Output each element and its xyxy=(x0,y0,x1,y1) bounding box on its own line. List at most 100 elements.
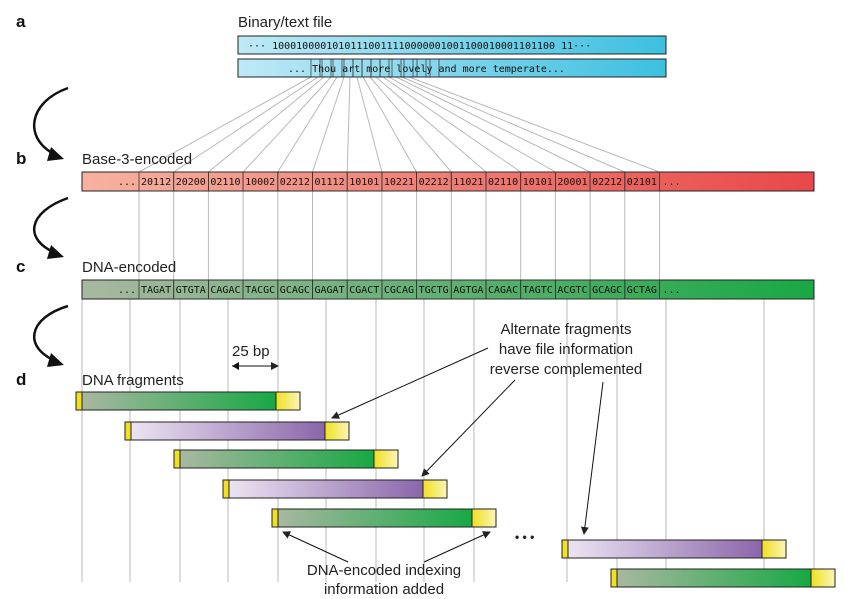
dna-ellipsis-start: ... xyxy=(118,285,136,296)
text-char-boxes xyxy=(310,58,440,78)
fragment-index-tag-left xyxy=(222,479,230,499)
fragment-index-tag-left xyxy=(561,539,569,559)
annotation-index-line-1: DNA-encoded indexing xyxy=(307,562,461,579)
text-strip xyxy=(237,58,667,78)
fan-line xyxy=(138,76,312,173)
fan-line xyxy=(277,76,338,173)
base3-cell-text: 10002 xyxy=(245,177,275,188)
fan-line xyxy=(356,76,383,173)
panel-letter-c: c xyxy=(16,257,25,276)
base3-cell-text: 02212 xyxy=(592,177,622,188)
fragment-reverse-complement xyxy=(567,539,763,559)
text-char-box xyxy=(321,58,332,78)
annotation-index: DNA-encoded indexing information added xyxy=(307,562,461,598)
fragment-index-tag-left xyxy=(271,508,279,528)
text-char-box xyxy=(310,58,321,78)
base3-cell-text: 02101 xyxy=(627,177,657,188)
annotation-reverse-line-1: Alternate fragments xyxy=(501,321,632,338)
dna-cell-text: CGACT xyxy=(349,285,379,296)
fragment-index-tag-left xyxy=(173,449,181,469)
text-char-box xyxy=(379,58,390,78)
curved-arrow-b-c-head xyxy=(47,245,64,259)
base3-cell-text: 10101 xyxy=(523,177,553,188)
dna-cell-text: TGCTG xyxy=(419,285,449,296)
fan-line xyxy=(346,76,351,173)
arrow-reverse-3 xyxy=(580,381,604,535)
fan-line xyxy=(208,76,325,173)
curved-arrow-a-b-head xyxy=(47,147,64,161)
text-char-box xyxy=(416,58,427,78)
base3-cell-text: 10101 xyxy=(349,177,379,188)
base3-cell-text: 11021 xyxy=(453,177,483,188)
fan-line xyxy=(395,76,591,173)
text-char-box xyxy=(403,58,414,78)
arrow-reverse-2 xyxy=(421,379,516,477)
dna-cell-text: GAGAT xyxy=(315,285,345,296)
panel-letter-d: d xyxy=(16,370,26,389)
fragment-index-tag-right xyxy=(810,568,836,588)
arrow-reverse-1 xyxy=(331,347,489,419)
fragment-index-tag-left xyxy=(124,421,132,441)
annotation-index-line-2: information added xyxy=(324,581,444,598)
annotation-reverse-line-3: reverse complemented xyxy=(490,361,643,378)
annotation-reverse-line-2: have file information xyxy=(499,341,633,358)
fragment-index-tag-right xyxy=(422,479,448,499)
panel-letter-a: a xyxy=(16,12,26,31)
binary-strip xyxy=(237,35,667,55)
fan-line xyxy=(369,76,452,173)
fragment-forward xyxy=(81,391,277,411)
base3-ellipsis-end: ... xyxy=(663,177,681,188)
fan-line xyxy=(401,76,625,173)
annotation-reverse: Alternate fragments have file informatio… xyxy=(490,321,643,378)
text-char-box xyxy=(429,58,440,78)
panel-title-a: Binary/text file xyxy=(238,14,332,31)
arrow-index-left xyxy=(282,531,349,563)
base3-cell-text: 02212 xyxy=(419,177,449,188)
fragment-reverse-complement xyxy=(228,479,424,499)
fragment-index-tag-right xyxy=(275,391,301,411)
curved-arrow-a-b xyxy=(32,86,69,158)
base3-cell-text: 02212 xyxy=(280,177,310,188)
dna-cell-text: GCTAG xyxy=(627,285,657,296)
fragment-forward xyxy=(277,508,473,528)
fragment-index-tag-right xyxy=(471,508,497,528)
fan-line xyxy=(388,76,556,173)
dna-cell-text: AGTGA xyxy=(453,285,483,296)
fragment-reverse-complement xyxy=(130,421,326,441)
dna-cell-text: GCAGC xyxy=(592,285,622,296)
dna-cell-text: TAGAT xyxy=(141,285,171,296)
binary-text: ··· 100010000101011100111100000010011000… xyxy=(248,41,591,52)
curved-arrow-c-d-head xyxy=(47,353,64,367)
dna-cell-text: GCAGC xyxy=(280,285,310,296)
dna-fragments xyxy=(75,391,836,588)
scale-label: 25 bp xyxy=(232,343,270,360)
dna-cell-text: TACGC xyxy=(245,285,275,296)
base3-ellipsis-start: ... xyxy=(118,177,136,188)
curved-arrow-c-d xyxy=(32,304,69,364)
text-char-box xyxy=(332,58,343,78)
fan-line xyxy=(382,76,521,173)
text-char-box xyxy=(391,58,402,78)
dna-cell-text: CAGAC xyxy=(488,285,518,296)
dna-ellipsis-end: ... xyxy=(663,285,681,296)
base3-cell-text: 20200 xyxy=(176,177,206,188)
fragment-index-tag-right xyxy=(373,449,399,469)
base3-cell xyxy=(624,171,660,192)
panel-title-c: DNA-encoded xyxy=(82,259,176,276)
base3-cell-text: 02110 xyxy=(210,177,240,188)
dna-cell-text: TAGTC xyxy=(523,285,553,296)
dna-cell-text: GTGTA xyxy=(176,285,206,296)
fragment-index-tag-right xyxy=(761,539,787,559)
arrow-index-right xyxy=(423,531,491,563)
curved-arrow-b-c xyxy=(32,196,69,256)
dna-cell xyxy=(624,279,660,300)
fragment-index-tag-left xyxy=(75,391,83,411)
fan-line xyxy=(173,76,319,173)
fan-line xyxy=(242,76,332,173)
fragment-index-tag-right xyxy=(324,421,350,441)
fragment-forward xyxy=(179,449,375,469)
fragment-forward xyxy=(616,568,812,588)
